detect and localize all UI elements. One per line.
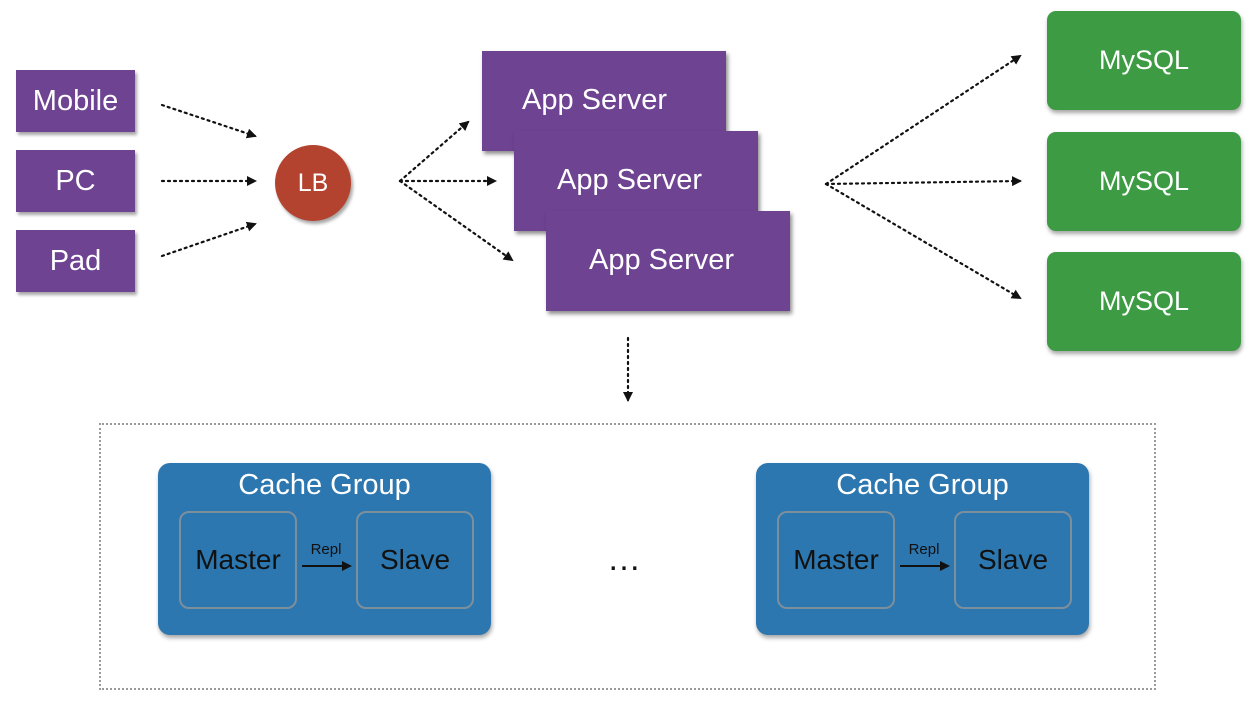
arrow-app-to-mysql-1 — [824, 54, 1022, 186]
cache-group-2-repl-arrow — [900, 561, 950, 571]
mysql-3: MySQL — [1047, 252, 1241, 351]
app-server-1-label: App Server — [522, 84, 668, 116]
mysql-1: MySQL — [1047, 11, 1241, 110]
app-server-3-label: App Server — [589, 244, 735, 276]
cache-group-2-title: Cache Group — [836, 469, 1009, 501]
arrow-app-to-mysql-2 — [824, 176, 1022, 187]
client-mobile: Mobile — [16, 70, 135, 132]
cache-group-1-slave: Slave — [356, 511, 474, 609]
client-pad-label: Pad — [49, 244, 102, 277]
arrow-lb-to-app-3 — [398, 179, 514, 262]
mysql-1-label: MySQL — [1098, 45, 1190, 75]
client-pc-label: PC — [55, 164, 96, 197]
cache-group-2-master: Master — [777, 511, 895, 609]
app-server-2-label: App Server — [557, 164, 703, 196]
cache-group-1-master: Master — [179, 511, 297, 609]
arrow-pad-to-lb — [160, 221, 257, 258]
cache-group-1-slave-label: Slave — [379, 544, 451, 575]
cache-group-2: Cache Group Master Repl Slave — [756, 463, 1089, 635]
mysql-3-label: MySQL — [1098, 286, 1190, 316]
load-balancer-label: LB — [297, 168, 329, 197]
client-pad: Pad — [16, 230, 135, 292]
cache-group-2-slave-label: Slave — [977, 544, 1049, 575]
cache-group-2-slave: Slave — [954, 511, 1072, 609]
mysql-2-label: MySQL — [1098, 166, 1190, 196]
client-pc: PC — [16, 150, 135, 212]
cache-group-1-title: Cache Group — [238, 469, 411, 501]
arrow-app-to-mysql-3 — [824, 182, 1022, 300]
cache-group-2-master-label: Master — [793, 544, 879, 575]
cache-group-1: Cache Group Master Repl Slave — [158, 463, 491, 635]
cache-group-1-repl-arrow — [302, 561, 352, 571]
more-cache-groups-ellipsis: … — [607, 540, 643, 578]
cache-group-1-repl-label: Repl — [310, 541, 342, 558]
client-mobile-label: Mobile — [32, 84, 119, 117]
cache-group-1-master-label: Master — [195, 544, 281, 575]
mysql-2: MySQL — [1047, 132, 1241, 231]
arrow-lb-to-app-1 — [398, 120, 470, 183]
app-server-3: App Server — [546, 211, 790, 311]
cache-cluster-region — [99, 423, 1156, 690]
load-balancer: LB — [275, 145, 351, 221]
arrow-mobile-to-lb — [160, 103, 257, 139]
cache-group-2-repl-label: Repl — [908, 541, 940, 558]
